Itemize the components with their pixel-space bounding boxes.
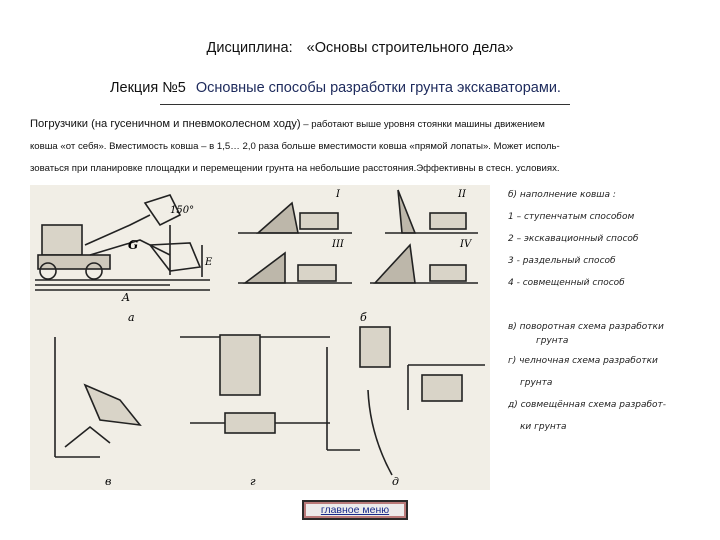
note-combined-scheme-cont: ки грунта [520, 422, 567, 432]
lecture-title: Лекция №5 Основные способы разработки гр… [110, 80, 561, 96]
roman-3: III [331, 239, 345, 250]
figure-drawing: 150° G A E а б в г д I II III IV [35, 189, 485, 488]
note-method-1: 1 – ступенчатым способом [508, 212, 635, 222]
discipline-title: Дисциплина: «Основы строительного дела» [0, 40, 720, 56]
plan-schemes-drawings [54, 326, 485, 476]
discipline-name: «Основы строительного дела» [306, 40, 514, 56]
panel-label-a: а [128, 311, 135, 324]
panel-label-v: в [105, 475, 111, 488]
note-combined-scheme: д) совмещённая схема разработ- [508, 400, 667, 410]
note-method-4: 4 - совмещенный способ [508, 278, 625, 288]
roman-4: IV [459, 239, 473, 250]
main-menu-button[interactable]: главное меню [302, 500, 408, 520]
letter-g: G [128, 238, 138, 252]
title-underline [160, 104, 570, 105]
body-line-3: зоваться при планировке площадки и перем… [30, 163, 560, 174]
roman-2: II [457, 189, 467, 200]
note-filling-heading: б) наполнение ковша : [508, 190, 616, 200]
lecture-label: Лекция №5 [110, 80, 186, 96]
note-shuttle-scheme: г) челночная схема разработки [508, 356, 658, 366]
body-line-2: ковша «от себя». Вместимость ковша – в 1… [30, 141, 560, 152]
letter-a: A [121, 291, 130, 304]
panel-label-g: г [250, 475, 256, 488]
lecture-topic: Основные способы разработки грунта экска… [195, 80, 561, 96]
note-rotary-scheme-cont: грунта [536, 336, 569, 346]
note-rotary-scheme: в) поворотная схема разработки [508, 322, 664, 332]
panel-label-b: б [360, 311, 367, 324]
angle-label: 150° [170, 205, 194, 216]
body-line-1: Погрузчики (на гусеничном и пневмоколесн… [30, 118, 698, 131]
note-method-3: 3 - раздельный способ [508, 256, 616, 266]
excavation-schemes-figure: 150° G A E а б в г д I II III IV [30, 185, 490, 490]
discipline-label: Дисциплина: [206, 40, 293, 56]
roman-1: I [335, 189, 341, 200]
bucket-filling-drawings [238, 189, 478, 284]
panel-label-d: д [392, 475, 399, 488]
note-shuttle-scheme-cont: грунта [520, 378, 553, 388]
body-line-1-rest: – работают выше уровня стоянки машины дв… [300, 119, 545, 130]
note-method-2: 2 – экскавационный способ [508, 234, 639, 244]
loader-drawing [35, 194, 210, 291]
letter-e: E [204, 257, 213, 268]
body-line-1-lead: Погрузчики (на гусеничном и пневмоколесн… [30, 118, 301, 130]
